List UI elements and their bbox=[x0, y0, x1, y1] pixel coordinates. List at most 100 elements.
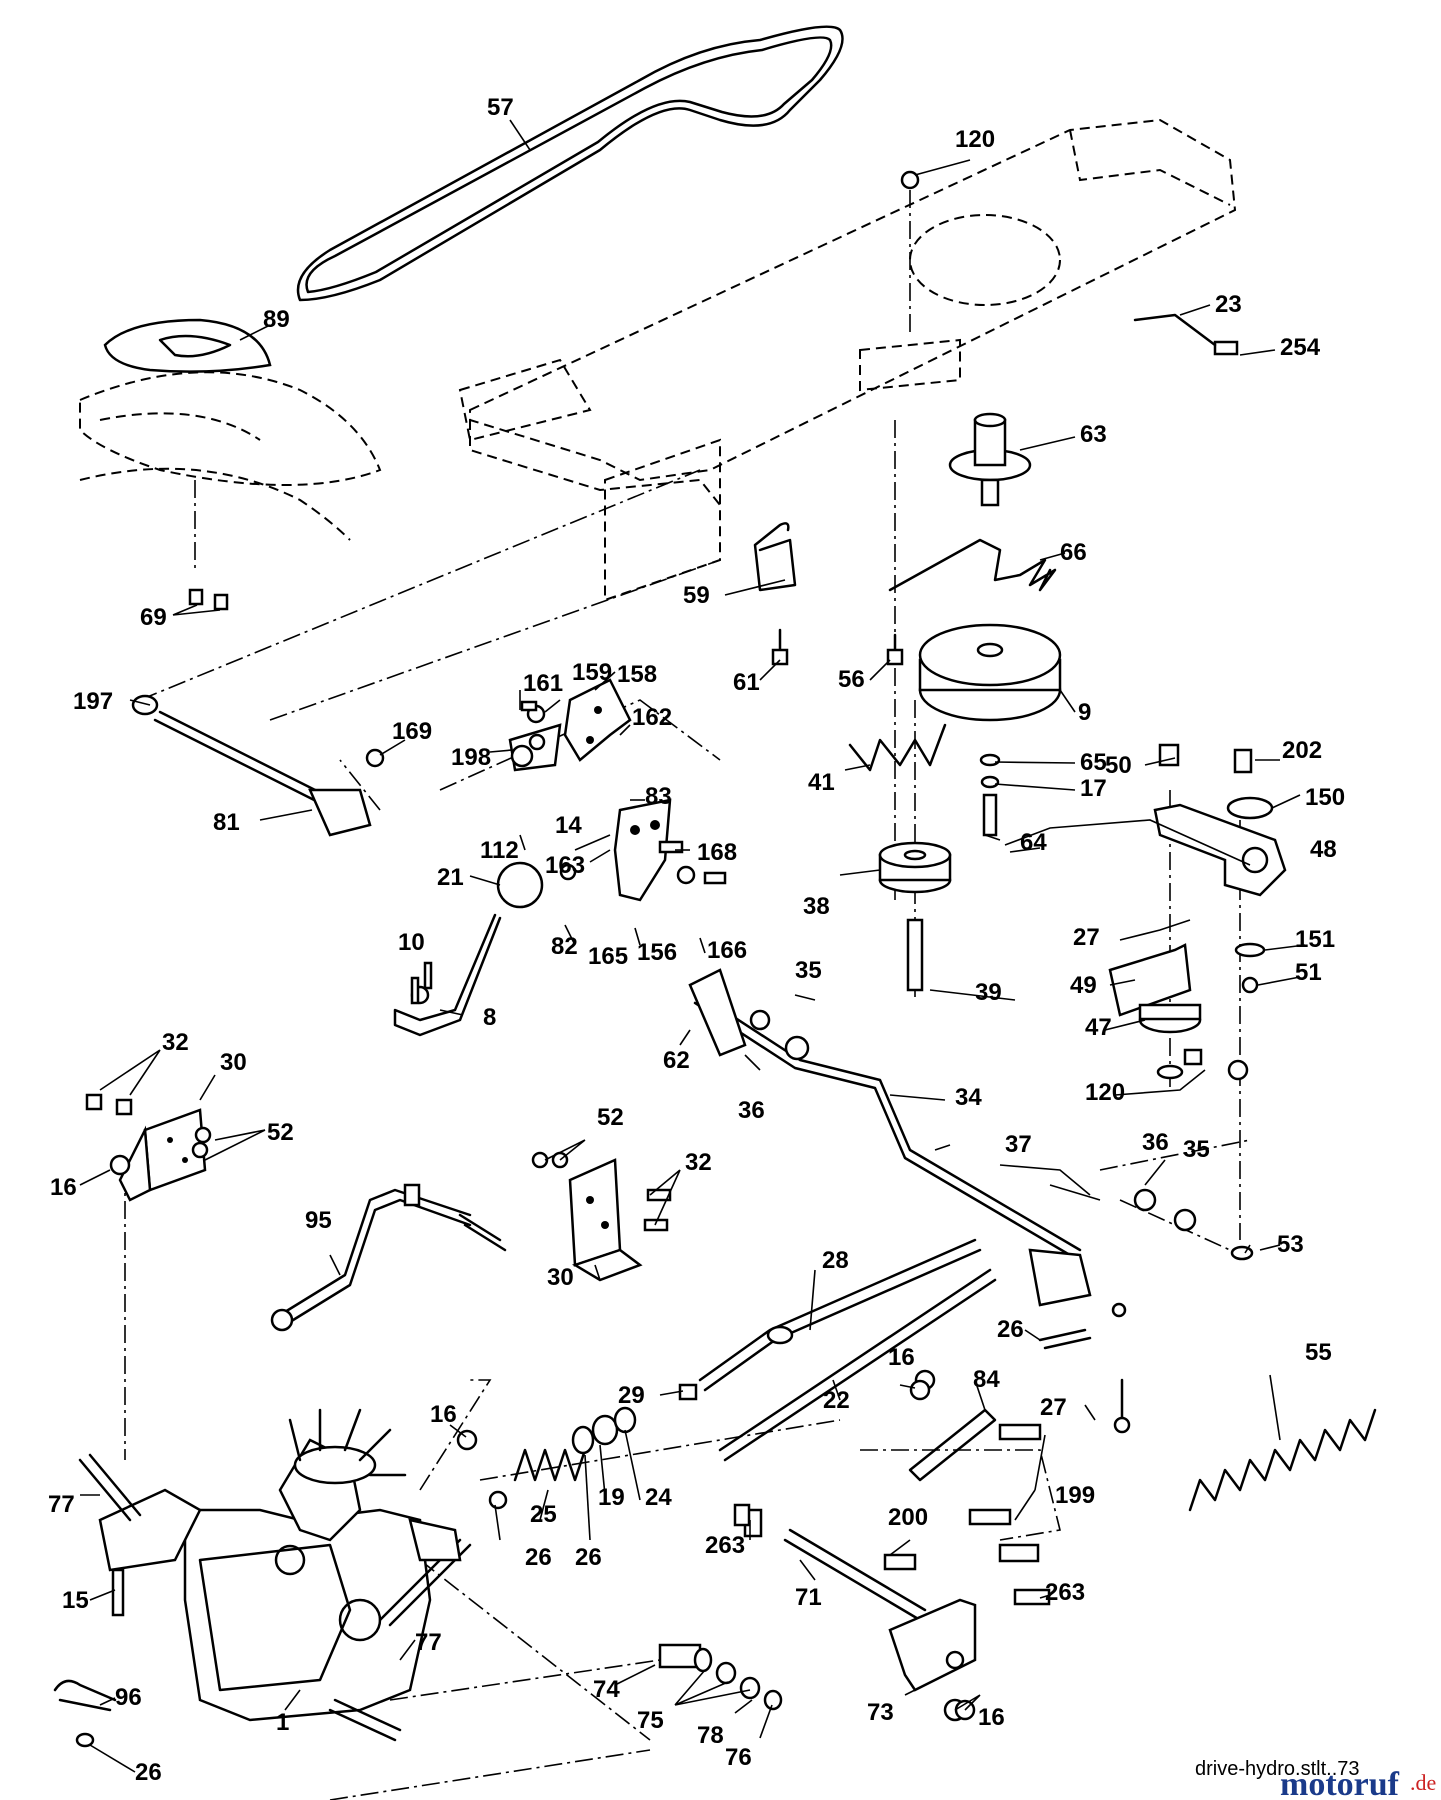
label-22: 22 bbox=[823, 1387, 850, 1414]
bracket-30-center bbox=[568, 1158, 643, 1282]
rods-28-22 bbox=[678, 1238, 997, 1462]
label-15: 15 bbox=[62, 1587, 89, 1614]
label-38: 38 bbox=[803, 893, 830, 920]
label-27: 27 bbox=[1040, 1394, 1067, 1421]
label-27: 27 bbox=[1073, 924, 1100, 951]
label-163: 163 bbox=[545, 852, 585, 879]
label-169: 169 bbox=[392, 718, 432, 745]
label-32: 32 bbox=[685, 1149, 712, 1176]
label-200: 200 bbox=[888, 1504, 928, 1531]
chassis-frame bbox=[79, 118, 1237, 602]
label-49: 49 bbox=[1070, 972, 1097, 999]
label-120: 120 bbox=[955, 126, 995, 153]
wire-66 bbox=[888, 538, 1057, 592]
hydro-transmission bbox=[78, 1408, 472, 1742]
label-28: 28 bbox=[822, 1247, 849, 1274]
label-8: 8 bbox=[483, 1004, 496, 1031]
label-71: 71 bbox=[795, 1584, 822, 1611]
label-202: 202 bbox=[1282, 737, 1322, 764]
label-50: 50 bbox=[1105, 752, 1132, 779]
label-81: 81 bbox=[213, 809, 240, 836]
label-89: 89 bbox=[263, 306, 290, 333]
label-41: 41 bbox=[808, 769, 835, 796]
label-26: 26 bbox=[525, 1544, 552, 1571]
label-17: 17 bbox=[1080, 775, 1107, 802]
label-16: 16 bbox=[430, 1401, 457, 1428]
label-159: 159 bbox=[572, 659, 612, 686]
label-151: 151 bbox=[1295, 926, 1335, 953]
label-66: 66 bbox=[1060, 539, 1087, 566]
motoruf-logo: motoruf .de bbox=[1280, 1766, 1436, 1800]
shift-rod bbox=[131, 694, 372, 837]
clutch-9 bbox=[918, 623, 1062, 722]
spring-25 bbox=[456, 1406, 637, 1510]
part-labels: 57 120 89 23 254 63 66 59 69 61 56 9 197… bbox=[48, 94, 1345, 1786]
label-21: 21 bbox=[437, 864, 464, 891]
label-161: 161 bbox=[523, 670, 563, 697]
label-57: 57 bbox=[487, 94, 514, 121]
label-254: 254 bbox=[1280, 334, 1321, 361]
label-26: 26 bbox=[997, 1316, 1024, 1343]
rod-34 bbox=[688, 968, 1092, 1307]
label-83: 83 bbox=[645, 783, 672, 810]
link-84 bbox=[908, 1369, 1042, 1526]
label-62: 62 bbox=[663, 1047, 690, 1074]
label-162: 162 bbox=[632, 704, 672, 731]
shift-cover bbox=[103, 318, 272, 373]
bracket-assembly bbox=[365, 678, 672, 902]
idler-arm-48 bbox=[1108, 743, 1287, 1080]
label-48: 48 bbox=[1310, 836, 1337, 863]
bracket-30-left bbox=[118, 1108, 207, 1202]
label-29: 29 bbox=[618, 1382, 645, 1409]
label-37: 37 bbox=[1005, 1131, 1032, 1158]
label-73: 73 bbox=[867, 1699, 894, 1726]
label-77: 77 bbox=[48, 1491, 75, 1518]
watermark-brand: motoruf bbox=[1280, 1766, 1400, 1800]
bar-71 bbox=[743, 1508, 1040, 1722]
label-52: 52 bbox=[267, 1119, 294, 1146]
label-64: 64 bbox=[1020, 829, 1047, 856]
label-16: 16 bbox=[50, 1174, 77, 1201]
label-55: 55 bbox=[1305, 1339, 1332, 1366]
spring-clip bbox=[753, 522, 904, 666]
label-25: 25 bbox=[530, 1501, 557, 1528]
label-16: 16 bbox=[888, 1344, 915, 1371]
label-47: 47 bbox=[1085, 1014, 1112, 1041]
spring-55 bbox=[1188, 1408, 1377, 1512]
drive-belt bbox=[296, 25, 844, 302]
label-9: 9 bbox=[1078, 699, 1091, 726]
label-24: 24 bbox=[645, 1484, 672, 1511]
label-32: 32 bbox=[162, 1029, 189, 1056]
label-59: 59 bbox=[683, 582, 710, 609]
label-199: 199 bbox=[1055, 1482, 1095, 1509]
label-165: 165 bbox=[588, 943, 628, 970]
label-198: 198 bbox=[451, 744, 491, 771]
pulley-63 bbox=[948, 412, 1032, 507]
label-158: 158 bbox=[617, 661, 657, 688]
label-30: 30 bbox=[220, 1049, 247, 1076]
lever-95 bbox=[270, 1188, 507, 1332]
label-112: 112 bbox=[480, 837, 519, 864]
label-61: 61 bbox=[733, 669, 760, 696]
label-16: 16 bbox=[978, 1704, 1005, 1731]
label-166: 166 bbox=[707, 937, 747, 964]
label-36: 36 bbox=[1142, 1129, 1169, 1156]
label-96: 96 bbox=[115, 1684, 142, 1711]
label-150: 150 bbox=[1305, 784, 1345, 811]
label-19: 19 bbox=[598, 1484, 625, 1511]
label-76: 76 bbox=[725, 1744, 752, 1771]
label-36: 36 bbox=[738, 1097, 765, 1124]
label-78: 78 bbox=[697, 1722, 724, 1749]
label-39: 39 bbox=[975, 979, 1002, 1006]
label-35: 35 bbox=[1183, 1136, 1210, 1163]
label-77: 77 bbox=[415, 1629, 442, 1656]
spring-41 bbox=[848, 723, 947, 772]
label-30: 30 bbox=[547, 1264, 574, 1291]
label-168: 168 bbox=[697, 839, 737, 866]
label-34: 34 bbox=[955, 1084, 982, 1111]
label-35: 35 bbox=[795, 957, 822, 984]
label-65: 65 bbox=[1080, 749, 1107, 776]
watermark-tld: .de bbox=[1410, 1770, 1436, 1795]
label-51: 51 bbox=[1295, 959, 1322, 986]
label-26: 26 bbox=[575, 1544, 602, 1571]
